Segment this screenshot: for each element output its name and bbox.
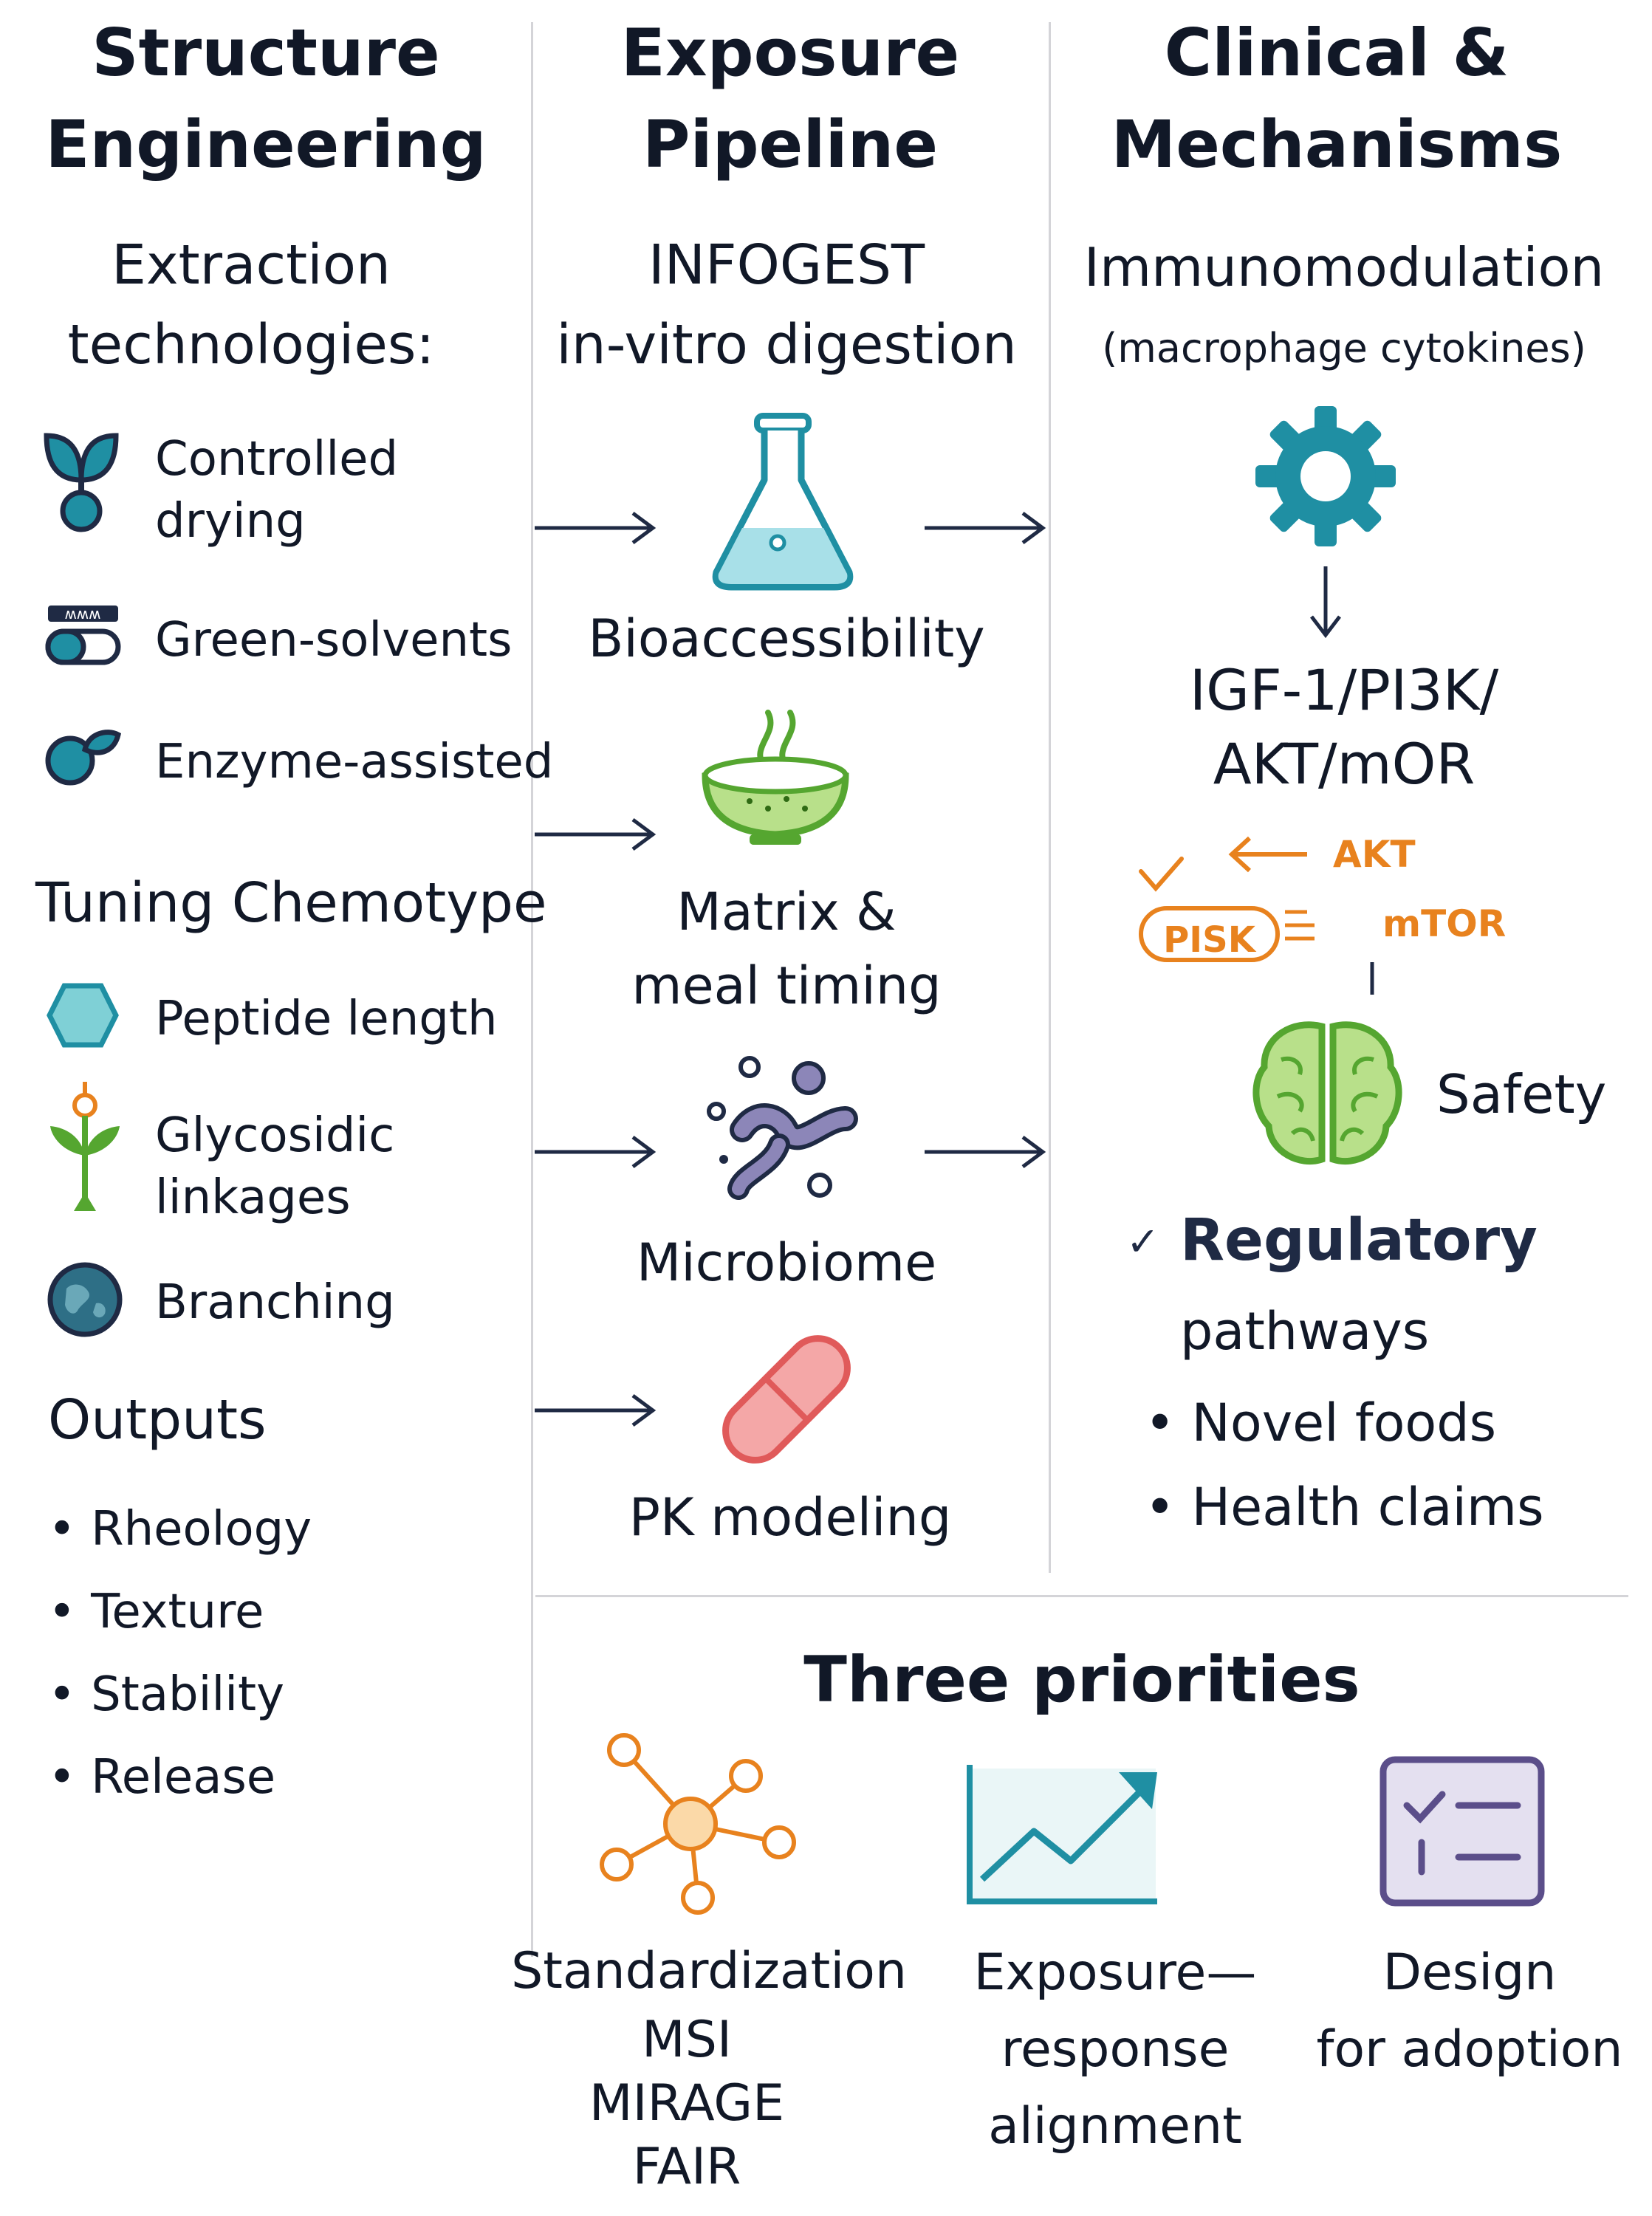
outputs-list: • Rheology • Texture • Stability • Relea…	[48, 1488, 312, 1819]
hexagon-icon	[47, 983, 119, 1048]
network-icon	[600, 1733, 796, 1915]
immunomodulation-label: Immunomodulation	[1083, 236, 1605, 298]
regulatory-item: • Health claims	[1145, 1477, 1544, 1537]
tuning-item-peptide-length: Peptide length	[155, 992, 498, 1046]
exposure-title: Exposure Pipeline	[620, 15, 960, 182]
capsule-icon	[722, 1335, 851, 1464]
priority-exposure-response: Exposure— response alignment	[973, 1944, 1257, 2155]
plant-linkage-icon	[50, 1082, 120, 1211]
stage-microbiome: Microbiome	[636, 1232, 937, 1293]
outputs-label: Outputs	[48, 1388, 267, 1452]
arrow-right-icon	[925, 1135, 1046, 1169]
extraction-item-green-solvents: Green-solvents	[155, 613, 513, 668]
extraction-label: Extraction technologies:	[67, 233, 435, 377]
stage-pk-modeling: PK modeling	[628, 1487, 952, 1548]
arrow-right-icon	[535, 1135, 657, 1169]
sprout-icon	[44, 433, 119, 532]
divider-priorities	[535, 1595, 1628, 1597]
clinical-title: Clinical & Mechanisms	[1111, 15, 1563, 182]
immunomodulation-sub: (macrophage cytokines)	[1102, 325, 1586, 371]
pathway-diagram	[1139, 836, 1374, 995]
extraction-item-enzyme-assisted: Enzyme-assisted	[155, 735, 554, 789]
enzyme-icon	[45, 730, 122, 786]
regulatory-label: Regulatory	[1180, 1207, 1538, 1274]
microbe-icon	[707, 1056, 858, 1200]
branching-icon	[47, 1262, 123, 1337]
solvent-icon: ʍʍʍ	[45, 605, 121, 665]
infogest-label: INFOGEST in-vitro digestion	[556, 233, 1017, 377]
pisk-label: PISK	[1163, 919, 1255, 961]
safety-label: Safety	[1436, 1063, 1607, 1125]
arrow-down-icon	[1310, 566, 1341, 639]
output-item: • Rheology	[48, 1502, 312, 1557]
regulatory-list: • Novel foods • Health claims	[1145, 1381, 1544, 1549]
stage-matrix-meal-timing: Matrix & meal timing	[631, 882, 942, 1016]
gear-icon	[1255, 406, 1396, 546]
divider-right	[1049, 22, 1051, 1573]
regulatory-item: • Novel foods	[1145, 1393, 1497, 1453]
svg-text:ʍʍʍ: ʍʍʍ	[64, 605, 100, 622]
brain-icon	[1252, 1021, 1402, 1165]
priority-design-adoption: Design for adoption	[1316, 1944, 1623, 2079]
output-item: • Texture	[48, 1585, 264, 1639]
arrow-right-icon	[535, 511, 657, 545]
divider-left	[531, 22, 533, 1957]
priorities-title: Three priorities	[803, 1643, 1360, 1717]
regulatory-sub: pathways	[1180, 1301, 1430, 1362]
bowl-icon	[702, 710, 849, 845]
tuning-chemotype-label: Tuning Chemotype	[35, 871, 547, 935]
trend-chart-icon	[967, 1765, 1157, 1904]
arrow-right-icon	[535, 817, 657, 851]
flask-icon	[712, 413, 854, 591]
pathway-label: IGF-1/PI3K/ AKT/mOR	[1189, 657, 1499, 797]
structure-title: Structure Engineering	[45, 15, 487, 182]
extraction-item-controlled-drying: Controlled drying	[155, 432, 399, 549]
checklist-icon	[1379, 1756, 1545, 1907]
akt-label: AKT	[1333, 833, 1416, 876]
tuning-item-glycosidic-linkages: Glycosidic linkages	[155, 1108, 395, 1225]
output-item: • Stability	[48, 1667, 284, 1722]
check-icon: ✓	[1126, 1218, 1160, 1265]
output-item: • Release	[48, 1750, 276, 1805]
stage-bioaccessibility: Bioaccessibility	[588, 608, 985, 669]
mtor-label: mTOR	[1382, 902, 1507, 945]
arrow-right-icon	[535, 1393, 657, 1427]
priority-standardization: Standardization MSI MIRAGE FAIR	[511, 1942, 907, 2196]
arrow-right-icon	[925, 511, 1046, 545]
tuning-item-branching: Branching	[155, 1275, 395, 1330]
